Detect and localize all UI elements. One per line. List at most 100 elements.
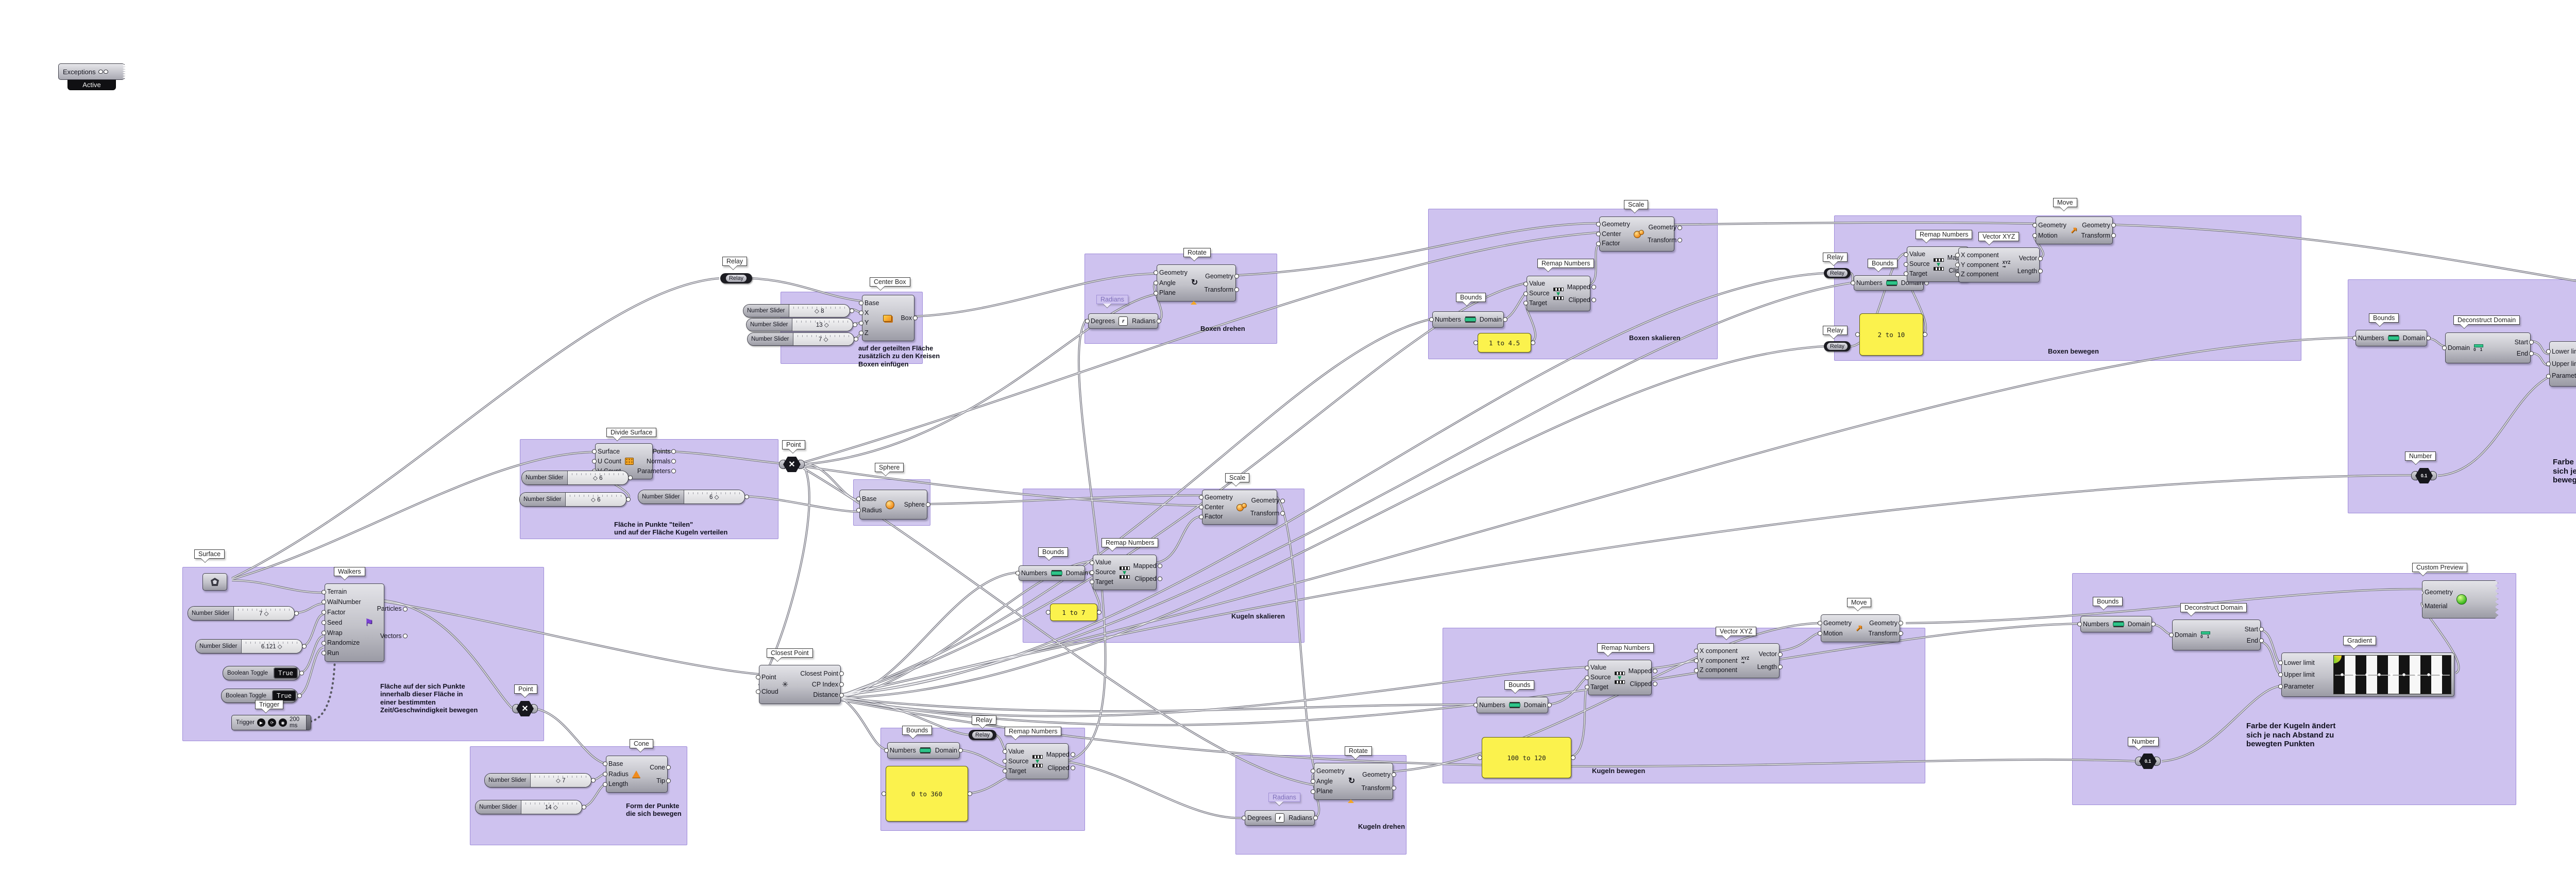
port-surface[interactable]: Surface xyxy=(598,448,621,455)
port-numbers[interactable]: Numbers xyxy=(1435,315,1461,323)
bounds-spheres-move[interactable]: Numbers Domain xyxy=(1477,697,1548,713)
panel-1to7[interactable]: 1 to 7 xyxy=(1050,604,1097,621)
port-target[interactable]: Target xyxy=(1909,271,1930,277)
port-geometry-out[interactable]: Geometry xyxy=(1362,771,1391,778)
port-length[interactable]: Length xyxy=(608,780,629,788)
port-distance[interactable]: Distance xyxy=(813,691,838,699)
cone-component[interactable]: Base Radius Length Cone Tip xyxy=(606,756,668,793)
remap-rotation[interactable]: Value Source Target ▼ Mapped Clipped xyxy=(1006,743,1070,779)
port-sphere[interactable]: Sphere xyxy=(904,500,925,508)
panel-2to10[interactable]: 2 to 10 xyxy=(1859,313,1923,356)
port-geometry[interactable]: Geometry xyxy=(2425,589,2453,596)
remap-boxes-scale[interactable]: Value Source Target ▼ Mapped Clipped xyxy=(1527,276,1590,311)
slider-value[interactable]: 7 ◇ xyxy=(793,333,854,345)
port-geometry-out[interactable]: Geometry xyxy=(1251,497,1280,505)
scale-boxes-component[interactable]: Geometry Center Factor Geometry Transfor… xyxy=(1599,216,1677,252)
exceptions-widget[interactable]: Exceptions Active xyxy=(58,63,125,90)
wrap-toggle[interactable]: Boolean Toggle True xyxy=(223,666,300,680)
port-numbers[interactable]: Numbers xyxy=(2083,620,2109,628)
port-clipped[interactable]: Clipped xyxy=(1134,575,1157,582)
port-cp-index[interactable]: CP Index xyxy=(811,680,838,688)
deconstruct-domain-spheres[interactable]: Domain 0 1 Start End xyxy=(2172,620,2261,650)
box-y-slider[interactable]: Number Slider 13 ◇ xyxy=(746,318,853,331)
closest-point-component[interactable]: Point Cloud ✳ Closest Point CP Index Dis… xyxy=(759,665,841,704)
port-mapped[interactable]: Mapped xyxy=(1133,562,1157,570)
port-walnumber[interactable]: WalNumber xyxy=(327,598,361,606)
port-transform[interactable]: Transform xyxy=(1647,237,1677,244)
divide-surface-component[interactable]: Surface U Count V Count Points Normals P… xyxy=(595,443,670,479)
port-cloud[interactable]: Cloud xyxy=(761,688,778,695)
vcount-slider[interactable]: Number Slider ◇ 6 xyxy=(519,492,626,507)
port-point[interactable]: Point xyxy=(761,674,778,681)
port-value[interactable]: Value xyxy=(1529,280,1550,287)
port-center[interactable]: Center xyxy=(1602,231,1630,238)
panel-0to360[interactable]: 0 to 360 xyxy=(886,766,968,822)
port-numbers[interactable]: Numbers xyxy=(890,746,916,754)
port-domain[interactable]: Domain xyxy=(935,746,957,754)
slider-value[interactable]: ◇ 6 xyxy=(565,493,626,506)
port-numbers[interactable]: Numbers xyxy=(1856,279,1883,287)
port-radians[interactable]: Radians xyxy=(1289,814,1312,822)
port-degrees[interactable]: Degrees xyxy=(1247,814,1272,822)
slider-value[interactable]: ◇ 8 xyxy=(789,305,850,317)
bounds-spheres-color[interactable]: Numbers Domain xyxy=(2080,616,2152,632)
record-icon[interactable]: ◉ xyxy=(279,718,287,727)
port-source[interactable]: Source xyxy=(1008,757,1029,765)
port-transform[interactable]: Transform xyxy=(1868,629,1898,637)
port-particles[interactable]: Particles xyxy=(377,605,402,613)
port-points[interactable]: Points xyxy=(652,447,671,455)
relay-node[interactable]: Relay xyxy=(1824,268,1851,278)
port-y[interactable]: Y xyxy=(865,320,879,326)
port-seed[interactable]: Seed xyxy=(327,620,361,626)
port-parameters[interactable]: Parameters xyxy=(637,467,671,475)
port-domain[interactable]: Domain xyxy=(1479,315,1502,323)
radians-spheres-component[interactable]: Degrees r Radians xyxy=(1245,810,1315,826)
port-end[interactable]: End xyxy=(2516,349,2528,357)
bounds-spheres-scale[interactable]: Numbers Domain xyxy=(1019,565,1088,581)
deconstruct-domain-boxes[interactable]: Domain 0 1 Start End xyxy=(2445,332,2531,363)
port-vectors[interactable]: Vectors xyxy=(380,632,402,640)
port-ycomponent[interactable]: Y component xyxy=(1961,261,1999,269)
port-normals[interactable]: Normals xyxy=(646,457,671,465)
reset-icon[interactable]: ⟳ xyxy=(268,718,276,727)
port-transform[interactable]: Transform xyxy=(1361,784,1391,792)
port-lower-limit[interactable]: Lower limit xyxy=(2552,348,2576,355)
port-end[interactable]: End xyxy=(2246,637,2258,644)
port-radians[interactable]: Radians xyxy=(1132,317,1156,325)
port-source[interactable]: Source xyxy=(1529,290,1550,297)
walkers-component[interactable]: Terrain WalNumber Factor Seed Wrap Rando… xyxy=(325,583,402,662)
port-center[interactable]: Center xyxy=(1205,504,1233,511)
port-source[interactable]: Source xyxy=(1590,674,1611,681)
port-domain[interactable]: Domain xyxy=(2175,631,2197,639)
port-numbers[interactable]: Numbers xyxy=(2358,334,2384,342)
port-geometry[interactable]: Geometry xyxy=(1602,221,1630,228)
port-geometry[interactable]: Geometry xyxy=(2038,221,2066,229)
port-randomize[interactable]: Randomize xyxy=(327,640,361,646)
port-x[interactable]: X xyxy=(865,310,879,316)
port-domain[interactable]: Domain xyxy=(1523,701,1546,709)
port-parameter[interactable]: Parameter xyxy=(2552,373,2576,379)
bounds-boxes-scale[interactable]: Numbers Domain xyxy=(1432,311,1504,328)
box-z-slider[interactable]: Number Slider 7 ◇ xyxy=(747,332,854,346)
gradient-spheres-component[interactable]: Lower limit Upper limit Parameter . xyxy=(2281,652,2454,697)
port-factor[interactable]: Factor xyxy=(327,609,361,616)
port-geometry-out[interactable]: Geometry xyxy=(1205,272,1233,280)
port-geometry-out[interactable]: Geometry xyxy=(2082,221,2110,229)
port-value[interactable]: Value xyxy=(1008,748,1029,755)
port-cone[interactable]: Cone xyxy=(650,763,665,771)
slider-value[interactable]: 6.121 ◇ xyxy=(241,640,302,653)
port-xcomponent[interactable]: X component xyxy=(1961,252,1999,259)
bounds-boxes-color[interactable]: Numbers Domain xyxy=(2355,330,2427,346)
surface-param[interactable] xyxy=(202,573,227,591)
port-motion[interactable]: Motion xyxy=(2038,232,2066,239)
port-zcomponent[interactable]: Z component xyxy=(1700,666,1737,674)
slider-value[interactable]: 13 ◇ xyxy=(792,319,853,331)
port-numbers[interactable]: Numbers xyxy=(1021,569,1047,577)
box-x-slider[interactable]: Number Slider ◇ 8 xyxy=(743,304,850,317)
slider-value[interactable]: 14 ◇ xyxy=(521,800,582,814)
port-vector[interactable]: Vector xyxy=(1758,650,1777,658)
port-upper-limit[interactable]: Upper limit xyxy=(2552,361,2576,367)
port-geometry[interactable]: Geometry xyxy=(1205,494,1233,501)
point-param-a[interactable]: ✕ xyxy=(512,701,538,716)
